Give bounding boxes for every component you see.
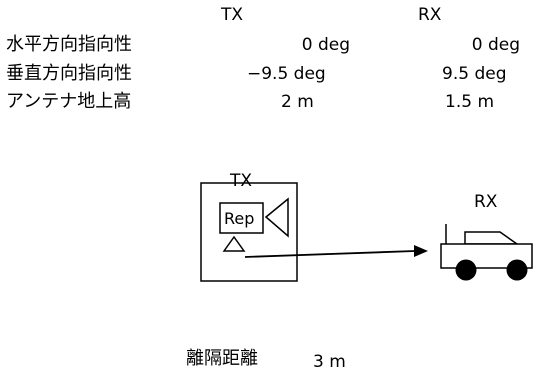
separation-distance-label: 離隔距離 (186, 348, 258, 369)
repeater-base-icon (222, 235, 246, 252)
antenna-height-label: アンテナ地上高 (6, 91, 132, 112)
separation-distance-value: 3 m (313, 352, 346, 372)
vertical-directivity-rx-value: 9.5 deg (442, 64, 507, 84)
tx-enclosure (200, 182, 298, 282)
rx-column-header: RX (418, 5, 442, 25)
antenna-height-rx-value: 1.5 m (445, 92, 494, 112)
horizontal-directivity-label: 水平方向指向性 (6, 34, 132, 55)
vertical-directivity-tx-value: −9.5 deg (247, 64, 326, 84)
vertical-directivity-label: 垂直方向指向性 (6, 63, 132, 84)
link-arrow-head (414, 245, 428, 257)
horizontal-directivity-tx-value: 0 deg (301, 35, 350, 55)
repeater-box (219, 202, 264, 234)
antenna-height-tx-value: 2 m (281, 92, 314, 112)
repeater-label: Rep (224, 209, 254, 228)
rx-diagram-label: RX (474, 192, 498, 212)
tx-diagram-label: TX (229, 171, 252, 191)
link-arrow-line (244, 250, 416, 258)
tx-column-header: TX (221, 5, 244, 25)
horizontal-directivity-rx-value: 0 deg (471, 35, 520, 55)
tx-antenna-icon (264, 197, 289, 238)
car-icon (440, 224, 533, 281)
